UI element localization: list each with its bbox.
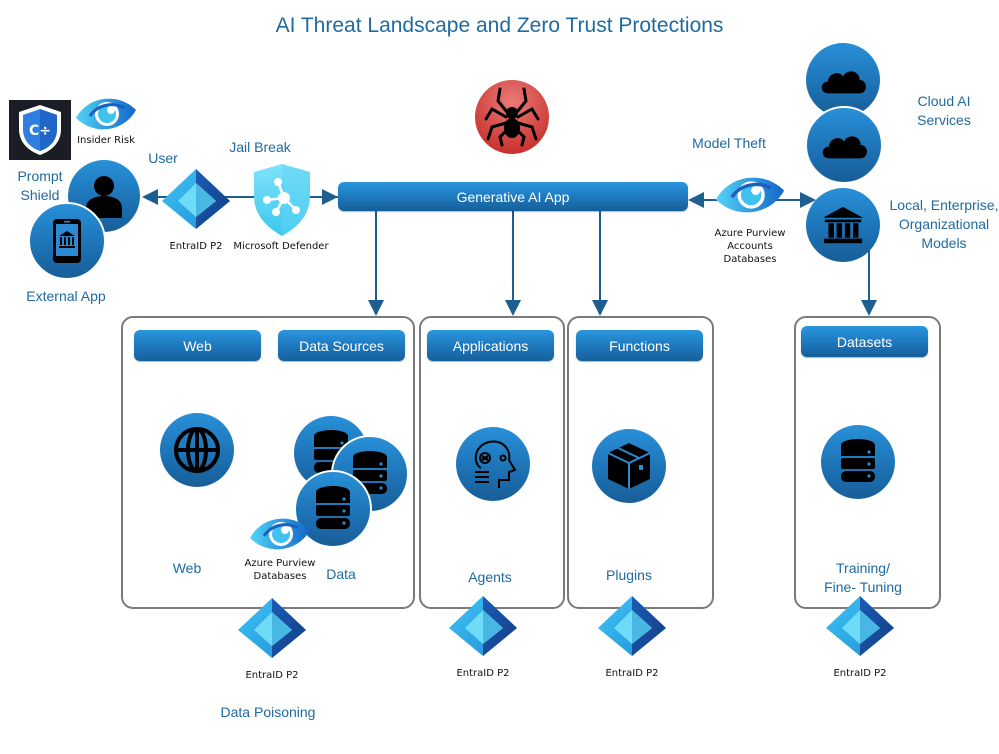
insider-risk-label: Insider Risk <box>77 135 135 146</box>
local-models-label: Local, Enterprise, Organizational Models <box>889 197 999 251</box>
agents-node[interactable] <box>456 427 530 501</box>
entra-id-datasets-icon <box>824 594 896 658</box>
user-icon <box>86 176 122 218</box>
web-node[interactable] <box>160 413 234 487</box>
mobile-bank-icon <box>53 219 81 263</box>
data-poisoning-label: Data Poisoning <box>220 704 316 720</box>
prompt-shield-logo: C÷ <box>9 100 71 160</box>
entra-id-icon <box>160 167 232 231</box>
diagram-title: AI Threat Landscape and Zero Trust Prote… <box>275 14 724 37</box>
datasets-button[interactable]: Datasets <box>801 326 928 357</box>
training-line-2: Fine- Tuning <box>824 579 902 595</box>
purview-line-1: Azure Purview <box>714 228 786 239</box>
bank-icon <box>821 205 865 245</box>
web-caption: Web <box>172 560 202 576</box>
jail-break-label: Jail Break <box>229 139 291 155</box>
purview-line-3: Databases <box>723 254 777 265</box>
database-icon <box>838 438 878 486</box>
data-source-node-3[interactable] <box>294 470 372 548</box>
generative-ai-app-button[interactable]: Generative AI App <box>338 182 688 211</box>
ai-head-icon <box>474 440 517 488</box>
plugins-caption: Plugins <box>606 567 652 583</box>
applications-button[interactable]: Applications <box>427 330 554 361</box>
entra-id-web-data-icon <box>236 596 308 660</box>
package-icon <box>607 443 651 489</box>
user-node[interactable] <box>68 160 140 232</box>
spider-icon <box>475 80 549 154</box>
purview-db-line-2: Databases <box>253 571 307 582</box>
training-dataset-node[interactable] <box>821 425 895 499</box>
insider-risk-eye-icon <box>74 92 138 136</box>
cloud-ai-services-label: Cloud AI Services <box>917 93 971 128</box>
functions-button[interactable]: Functions <box>576 330 703 361</box>
azure-purview-eye-icon <box>712 170 788 220</box>
shield-icon: C÷ <box>19 105 61 155</box>
cloud-ai-node-1[interactable] <box>806 43 880 117</box>
entra-id-label: EntraID P2 <box>169 241 223 252</box>
data-sources-button[interactable]: Data Sources <box>278 330 405 361</box>
azure-purview-db-eye-icon <box>248 512 312 556</box>
azure-purview-accounts-label: Azure Purview Accounts Databases <box>700 227 800 266</box>
training-caption: Training/ Fine- Tuning <box>806 559 920 597</box>
plugins-node[interactable] <box>592 429 666 503</box>
threat-actor-node <box>474 79 550 155</box>
azure-purview-databases-label: Azure Purview Databases <box>236 557 324 583</box>
purview-db-line-1: Azure Purview <box>244 558 316 569</box>
entra-id-applications-icon <box>447 594 519 658</box>
external-app-node[interactable] <box>28 202 106 280</box>
agents-caption: Agents <box>468 569 512 585</box>
cloud-ai-node-2[interactable] <box>805 106 883 184</box>
svg-text:C÷: C÷ <box>29 123 51 139</box>
entra-id-functions-label: EntraID P2 <box>605 668 659 679</box>
user-label: User <box>148 150 178 166</box>
entra-id-web-data-label: EntraID P2 <box>245 670 299 681</box>
purview-line-2: Accounts <box>727 241 773 252</box>
web-button[interactable]: Web <box>134 330 261 361</box>
prompt-shield-label: Prompt Shield <box>17 168 63 203</box>
entra-id-functions-icon <box>596 594 668 658</box>
entra-id-applications-label: EntraID P2 <box>456 668 510 679</box>
microsoft-defender-label: Microsoft Defender <box>233 241 329 252</box>
model-theft-label: Model Theft <box>692 135 766 151</box>
external-app-label: External App <box>26 288 106 304</box>
microsoft-defender-icon <box>250 162 314 238</box>
local-models-node[interactable] <box>806 188 880 262</box>
training-line-1: Training/ <box>836 560 890 576</box>
entra-id-datasets-label: EntraID P2 <box>833 668 887 679</box>
globe-icon <box>174 427 220 473</box>
data-caption: Data <box>326 566 356 582</box>
